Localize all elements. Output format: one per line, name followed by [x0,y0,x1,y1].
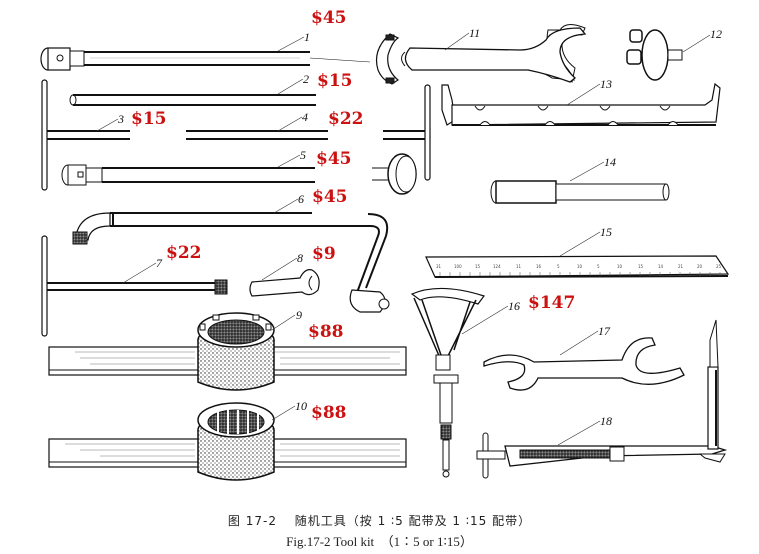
leader-lines [96,32,711,446]
part-14-drawing [490,180,670,204]
part-label-4: 4 [302,110,308,124]
price-label-4: $22 [328,109,364,129]
part-label-14: 14 [604,155,616,169]
svg-text:5: 5 [557,264,560,269]
svg-text:10: 10 [617,264,623,269]
part-6-drawing [72,212,390,313]
price-label-7: $22 [166,243,202,263]
svg-text:16: 16 [536,264,542,269]
price-label-6: $45 [312,187,348,207]
part-label-17: 17 [598,324,610,338]
svg-text:15: 15 [475,264,481,269]
svg-text:31: 31 [436,264,442,269]
price-label-10: $88 [311,403,347,423]
part-13-drawing [441,82,721,126]
svg-text:10: 10 [577,264,583,269]
part-3-4-drawing [41,79,431,191]
part-7-drawing [41,235,228,337]
part-2-drawing [69,94,316,106]
part-label-9: 9 [296,308,302,322]
part-5-drawing [61,153,417,195]
part-17-drawing [483,337,685,391]
part-label-11: 11 [469,26,481,40]
part-label-5: 5 [300,148,306,162]
part-15-drawing [425,255,730,278]
ruler-scale-labels: 31 100 15 124 11 16 5 10 5 10 15 14 21 2… [436,264,722,269]
svg-text:100: 100 [454,264,462,269]
figure-caption-english: Fig.17-2 Tool kit （1∶5 or 1∶15） [286,534,473,549]
part-label-15: 15 [600,225,612,239]
part-label-6: 6 [298,192,304,206]
part-label-13: 13 [600,77,612,91]
part-label-18: 18 [600,414,612,428]
price-label-3: $15 [131,109,167,129]
price-label-9: $88 [308,322,344,342]
figure-caption-chinese: 图 17-2 随机工具（按 1 ∶5 配带及 1 ∶15 配带） [227,514,532,528]
part-8-drawing [249,269,320,297]
part-label-8: 8 [297,251,303,265]
price-label-8: $9 [312,244,336,264]
part-label-1: 1 [304,30,310,44]
svg-text:5: 5 [597,264,600,269]
svg-text:11: 11 [516,264,522,269]
part-10-drawing [48,402,407,481]
part-label-12: 12 [710,27,722,41]
svg-text:25: 25 [716,264,722,269]
part-1-drawing [40,33,406,85]
part-11-drawing [404,24,587,83]
price-label-5: $45 [316,149,352,169]
svg-text:14: 14 [658,264,664,269]
part-label-16: 16 [508,299,520,313]
part-label-10: 10 [295,399,307,413]
svg-text:15: 15 [638,264,644,269]
part-label-3: 3 [118,112,124,126]
price-label-2: $15 [317,71,353,91]
part-16-drawing [410,287,485,478]
svg-text:124: 124 [493,264,501,269]
part-label-2: 2 [303,72,309,86]
price-label-16: $147 [528,293,576,313]
part-18-drawing [476,319,728,479]
part-label-7: 7 [156,256,162,270]
svg-text:21: 21 [678,264,684,269]
svg-text:20: 20 [697,264,703,269]
part-9-drawing [48,312,407,391]
price-label-1: $45 [311,8,347,28]
part-12-drawing [626,29,683,81]
